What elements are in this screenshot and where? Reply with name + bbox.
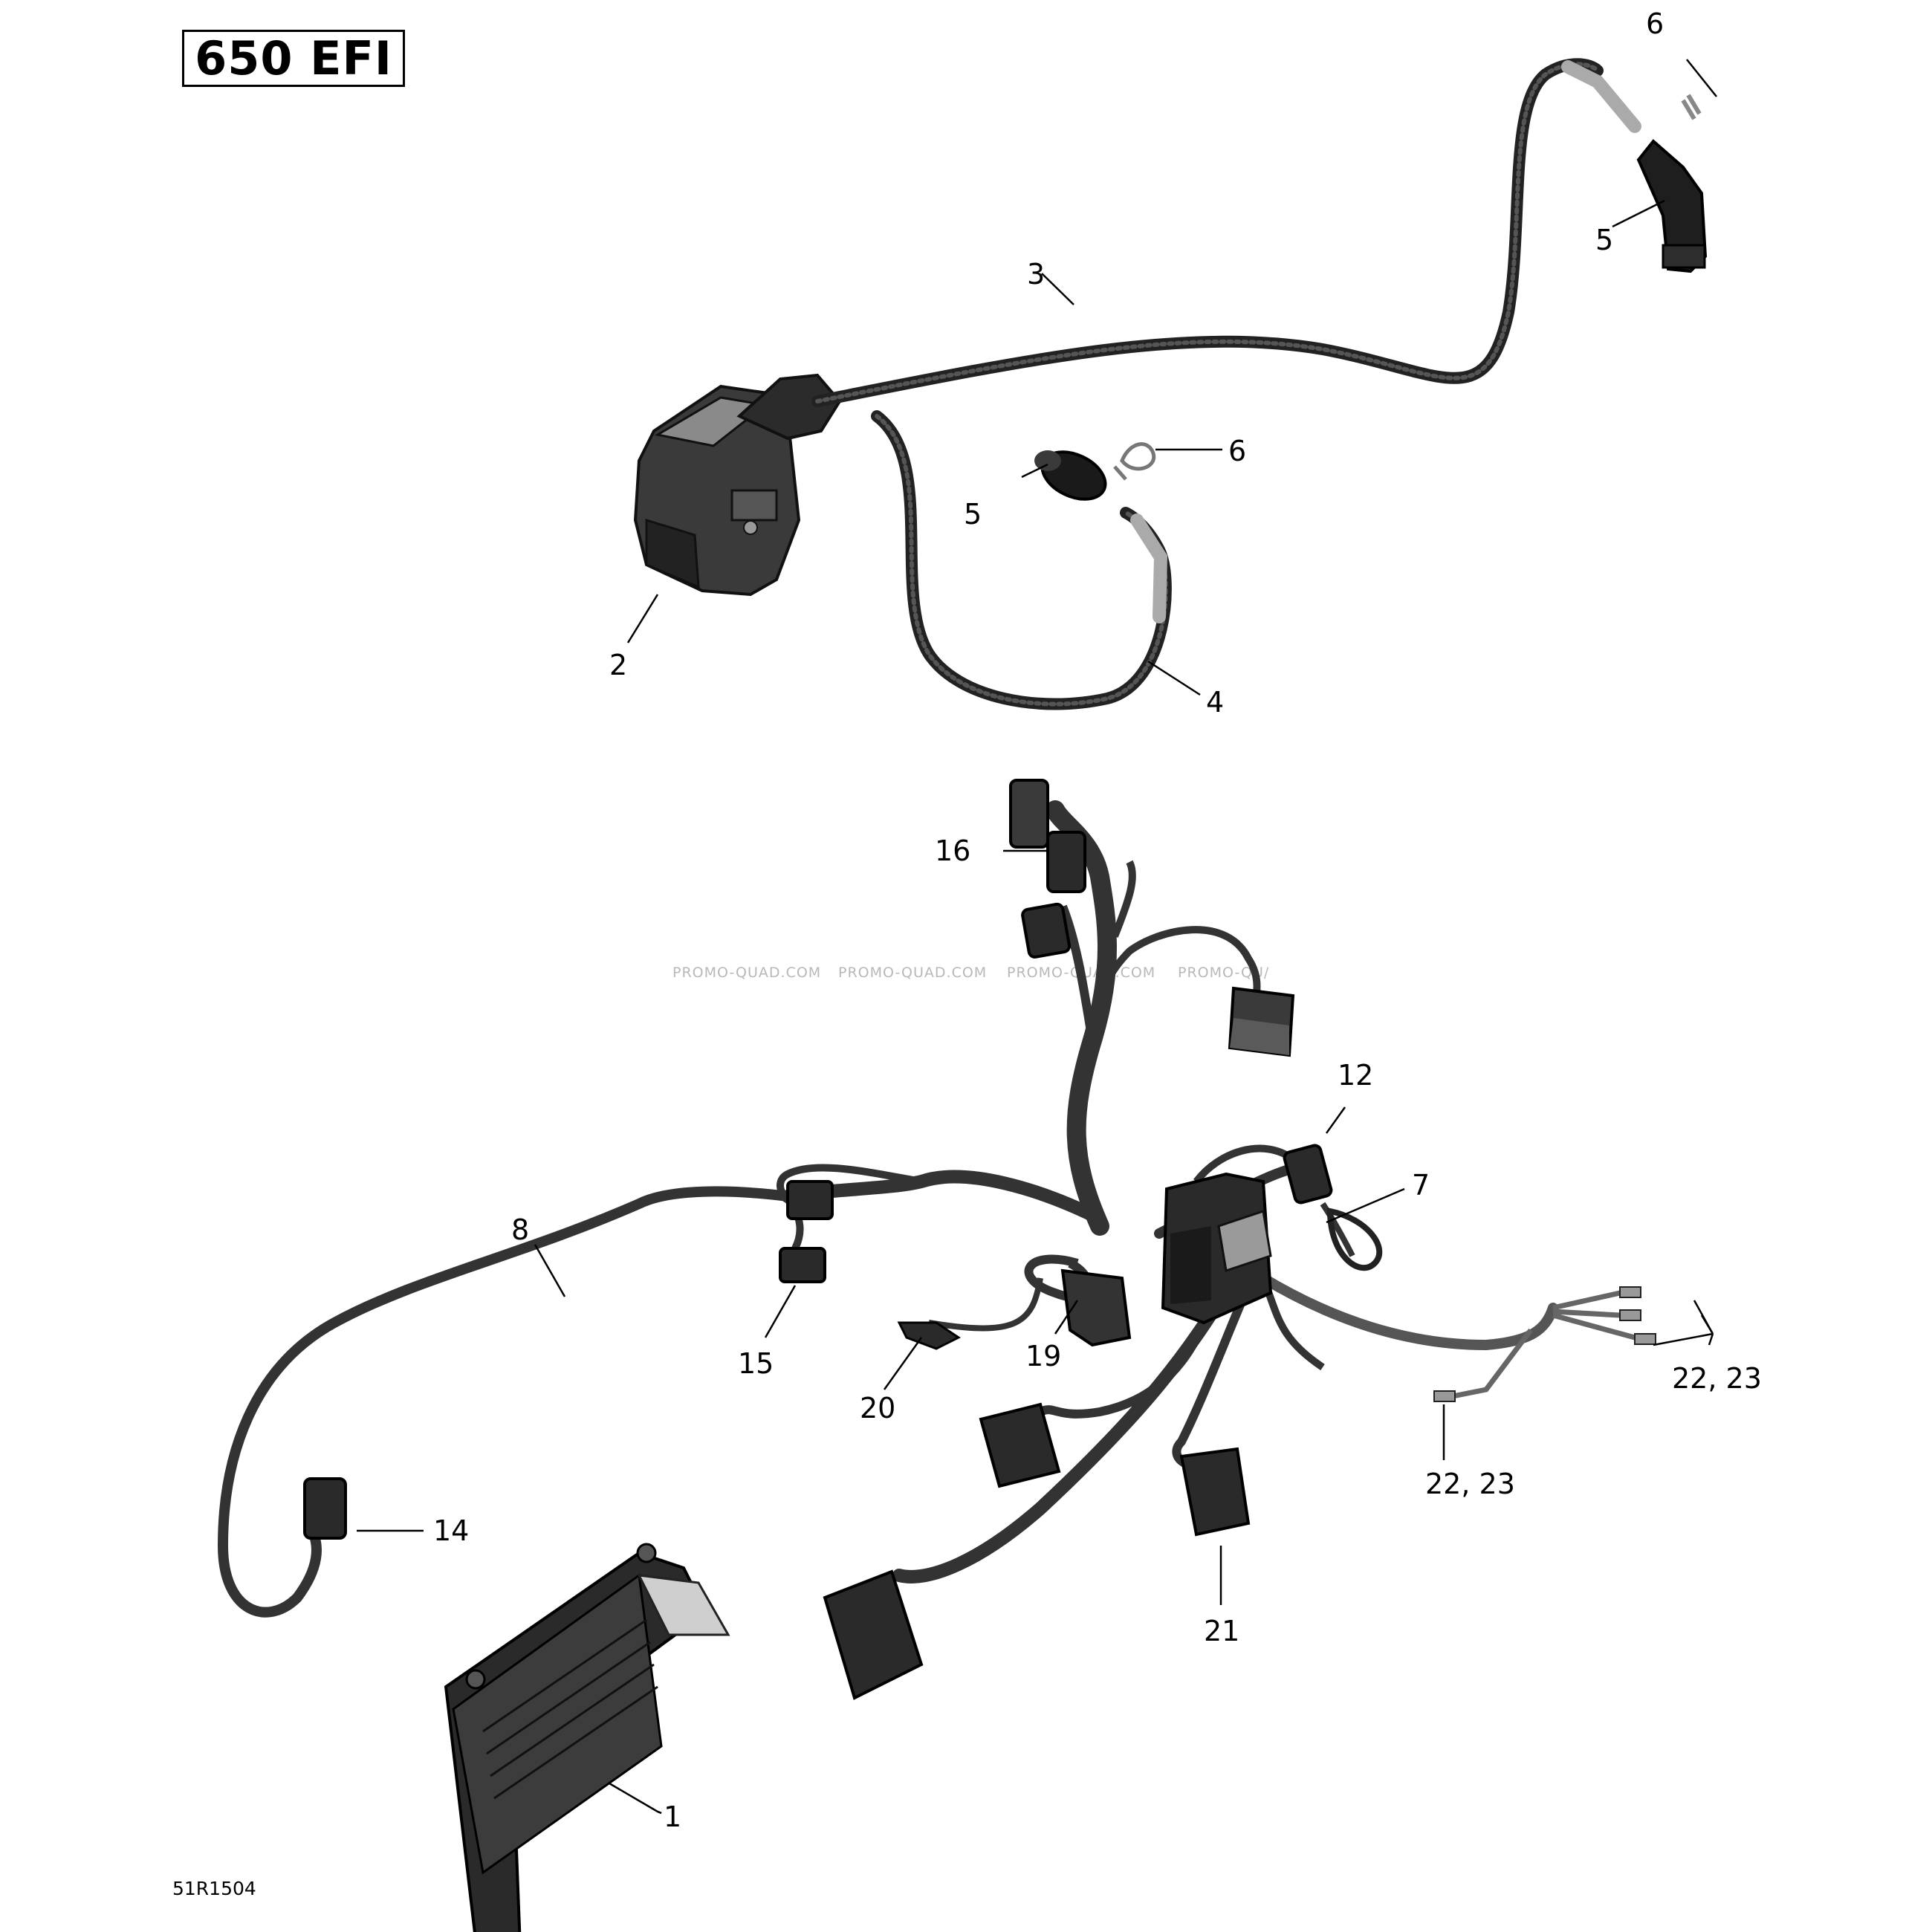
callout-20: 20 — [860, 1392, 895, 1424]
callout-5-top: 5 — [1595, 224, 1613, 256]
spark-plug-cap-top — [1636, 139, 1708, 273]
sensor-20 — [897, 1321, 961, 1350]
callout-16: 16 — [935, 834, 970, 867]
callout-6-middle: 6 — [1228, 435, 1246, 467]
callout-1: 1 — [664, 1800, 681, 1833]
connector-21 — [1179, 1447, 1251, 1537]
ecm-connector-block — [1161, 1172, 1273, 1325]
connector-upper-left — [1021, 902, 1072, 959]
connector-16 — [1009, 779, 1086, 893]
callout-4: 4 — [1206, 686, 1224, 719]
connector-large-bottom — [823, 1569, 924, 1700]
model-title: 650 EFI — [182, 30, 405, 87]
wiring-harness — [217, 800, 1636, 1618]
callout-5-middle: 5 — [964, 498, 982, 531]
connector-14 — [303, 1477, 347, 1540]
connector-upper-right — [1228, 986, 1295, 1057]
connector-12 — [1283, 1144, 1333, 1205]
callout-15: 15 — [738, 1347, 774, 1380]
high-tension-wire-long — [811, 58, 1641, 407]
callout-3: 3 — [1027, 258, 1045, 291]
ground-strap-7 — [1326, 1208, 1383, 1271]
watermark-1: PROMO-QUAD.COM — [672, 965, 822, 981]
reference-code: 51R1504 — [172, 1878, 256, 1899]
spark-plug-cap-middle — [1034, 450, 1107, 501]
connector-lower-left — [979, 1402, 1061, 1488]
connector-15 — [779, 1180, 834, 1283]
leader-lines — [357, 59, 1717, 1815]
connector-19 — [1060, 1268, 1132, 1347]
watermark-2: PROMO-QUAD.COM — [838, 965, 988, 981]
callout-21: 21 — [1204, 1615, 1239, 1647]
callout-22-23-right: 22, 23 — [1672, 1362, 1762, 1395]
wire-terminals — [1433, 1286, 1656, 1402]
callout-19: 19 — [1025, 1340, 1061, 1372]
callout-7: 7 — [1412, 1169, 1430, 1202]
callout-14: 14 — [433, 1514, 469, 1547]
callout-6-top: 6 — [1646, 7, 1664, 40]
callout-labels: 1 2 3 4 5 5 6 6 7 8 12 14 15 16 19 20 21… — [433, 7, 1762, 1833]
ignition-coil — [633, 373, 842, 597]
spring-clip-top — [1681, 94, 1702, 120]
callout-12: 12 — [1338, 1059, 1373, 1092]
spring-clip-middle — [1113, 442, 1156, 481]
callout-22-23-lower: 22, 23 — [1425, 1468, 1515, 1500]
watermark-4: PROMO-QU/ — [1178, 965, 1270, 981]
callout-2: 2 — [609, 649, 627, 681]
callout-8: 8 — [511, 1213, 529, 1246]
high-tension-wire-short — [871, 410, 1172, 710]
ecm-module — [444, 1543, 730, 1932]
